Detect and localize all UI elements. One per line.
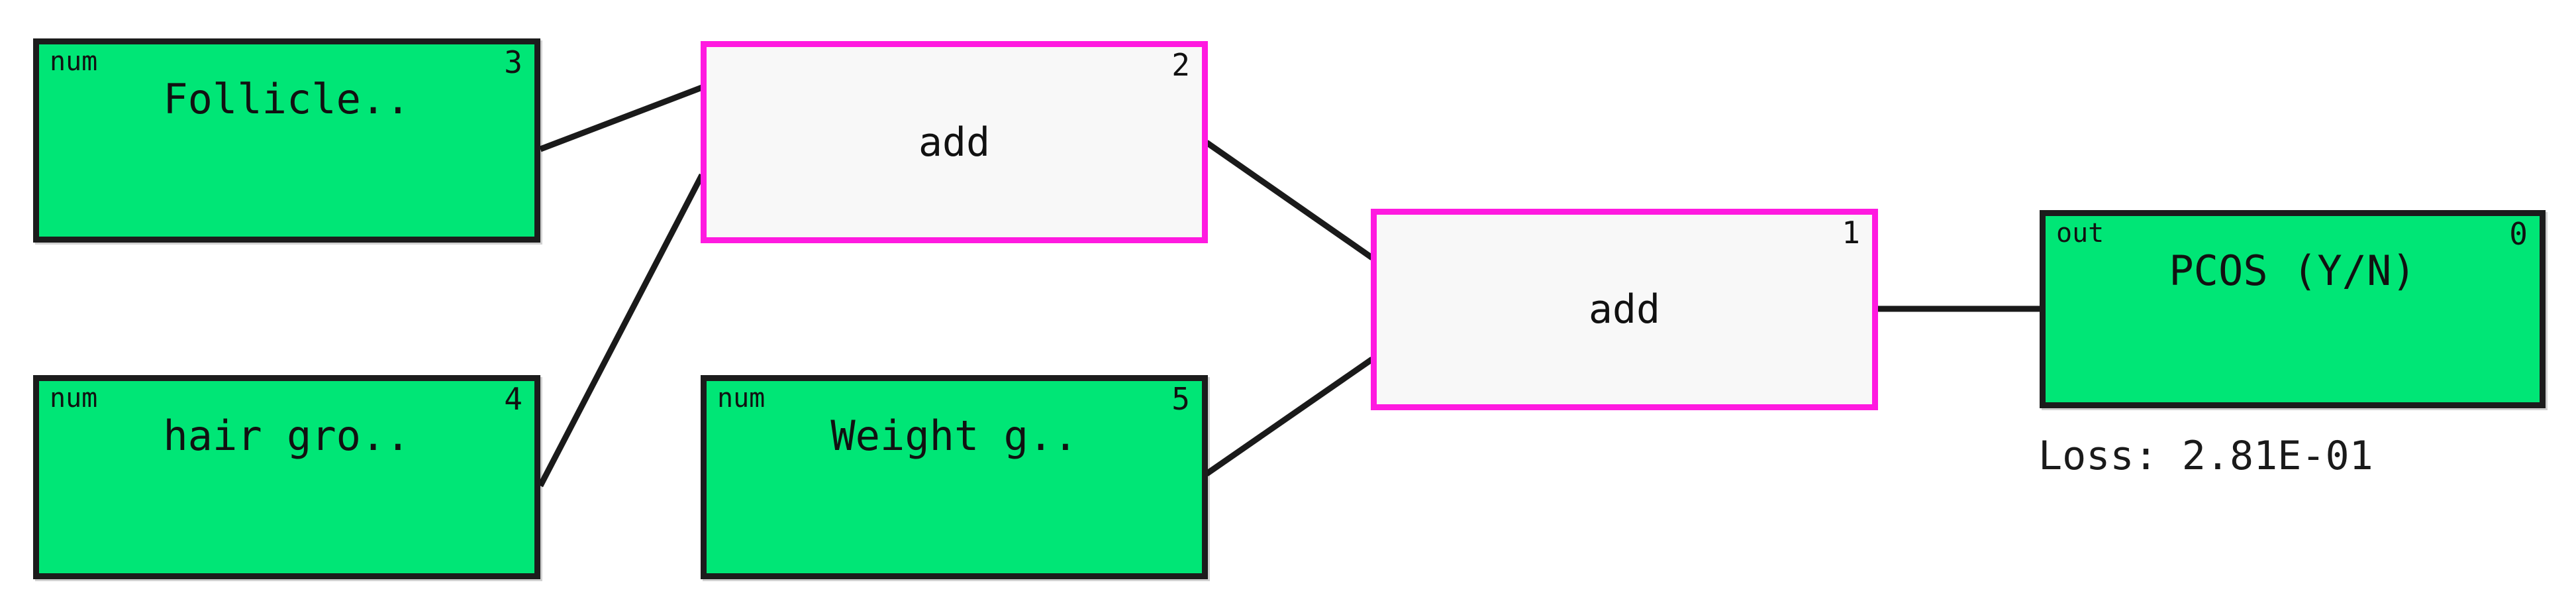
node-id-label: 2: [1171, 47, 1190, 83]
node-3-follicle[interactable]: num 3 Follicle..: [33, 38, 540, 243]
node-kind-label: num: [50, 383, 98, 414]
edge-5-to-1: [1205, 357, 1374, 476]
node-kind-label: num: [50, 46, 98, 77]
node-kind-label: num: [717, 383, 766, 414]
node-op-label: add: [1588, 286, 1661, 333]
node-id-label: 1: [1842, 215, 1860, 251]
edge-2-to-1: [1205, 140, 1374, 260]
node-0-output-pcos[interactable]: out 0 PCOS (Y/N): [2040, 210, 2546, 408]
node-op-label: add: [918, 119, 991, 166]
node-1-add[interactable]: 1 add: [1371, 209, 1878, 410]
edge-4-to-2: [538, 173, 705, 488]
node-id-label: 4: [504, 381, 522, 417]
node-value-label: Weight g..: [830, 412, 1078, 460]
edge-3-to-2: [539, 84, 703, 152]
node-id-label: 3: [504, 44, 522, 80]
node-5-weight-gain[interactable]: num 5 Weight g..: [701, 375, 1208, 579]
loss-readout: Loss: 2.81E-01: [2038, 433, 2373, 479]
node-2-add[interactable]: 2 add: [701, 41, 1208, 243]
node-id-label: 5: [1171, 381, 1190, 417]
node-4-hair-growth[interactable]: num 4 hair gro..: [33, 375, 540, 579]
node-value-label: PCOS (Y/N): [2169, 247, 2416, 295]
node-kind-label: out: [2056, 218, 2105, 249]
node-id-label: 0: [2509, 216, 2528, 252]
node-value-label: Follicle..: [163, 75, 411, 123]
node-value-label: hair gro..: [163, 412, 411, 460]
